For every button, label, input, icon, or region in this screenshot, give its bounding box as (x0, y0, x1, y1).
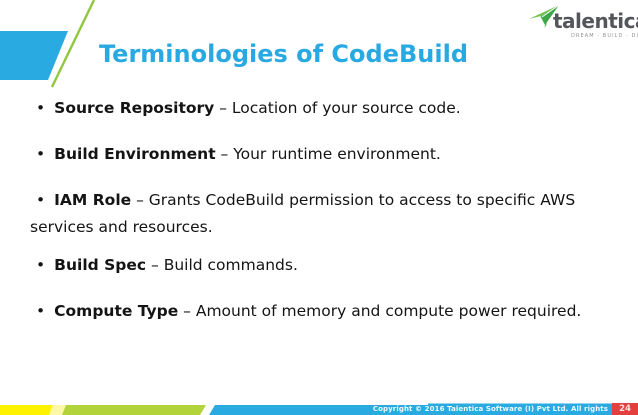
bullet-build-spec: • Build Spec – Build commands. (30, 252, 614, 279)
bullet-description: – Your runtime environment. (215, 145, 441, 163)
azure-parallelogram-shape (0, 31, 68, 80)
bullet-dot: • (36, 302, 46, 320)
page-number-badge: 24 (612, 403, 638, 415)
bullet-description: – Amount of memory and compute power req… (178, 302, 582, 320)
bullet-description: – Location of your source code. (214, 99, 461, 117)
bullet-dot: • (36, 256, 46, 274)
footer-pale-yellow-wedge (49, 405, 66, 415)
bullet-dot: • (36, 191, 46, 209)
bullet-iam-role: • IAM Role – Grants CodeBuild permission … (30, 187, 614, 241)
bullet-term: Compute Type (54, 302, 179, 320)
footer-green-strip (62, 405, 206, 415)
green-diagonal-line (50, 0, 96, 88)
bullet-term: Source Repository (54, 99, 215, 117)
bullet-description: – Build commands. (146, 256, 298, 274)
bullet-dot: • (36, 145, 46, 163)
slide-title: Terminologies of CodeBuild (99, 40, 468, 68)
bullet-term: IAM Role (54, 191, 132, 209)
footer-copyright: Copyright © 2016 Talentica Software (I) … (372, 405, 608, 413)
bullet-term: Build Spec (54, 256, 147, 274)
bullet-dot: • (36, 99, 46, 117)
paper-plane-icon (529, 5, 560, 28)
bullet-compute-type: • Compute Type – Amount of memory and com… (30, 298, 614, 325)
bullet-term: Build Environment (54, 145, 216, 163)
bullet-build-environment: • Build Environment – Your runtime enviro… (30, 141, 614, 168)
talentica-logo: talentica DREAM · BUILD · DISRUPT (527, 3, 638, 41)
bullet-description: – Grants CodeBuild permission to access … (30, 191, 576, 236)
bullet-source-repository: • Source Repository – Location of your so… (30, 95, 614, 122)
logo-wordmark: talentica (553, 9, 638, 33)
footer-yellow-strip (0, 405, 53, 415)
logo-tagline: DREAM · BUILD · DISRUPT (571, 33, 638, 39)
